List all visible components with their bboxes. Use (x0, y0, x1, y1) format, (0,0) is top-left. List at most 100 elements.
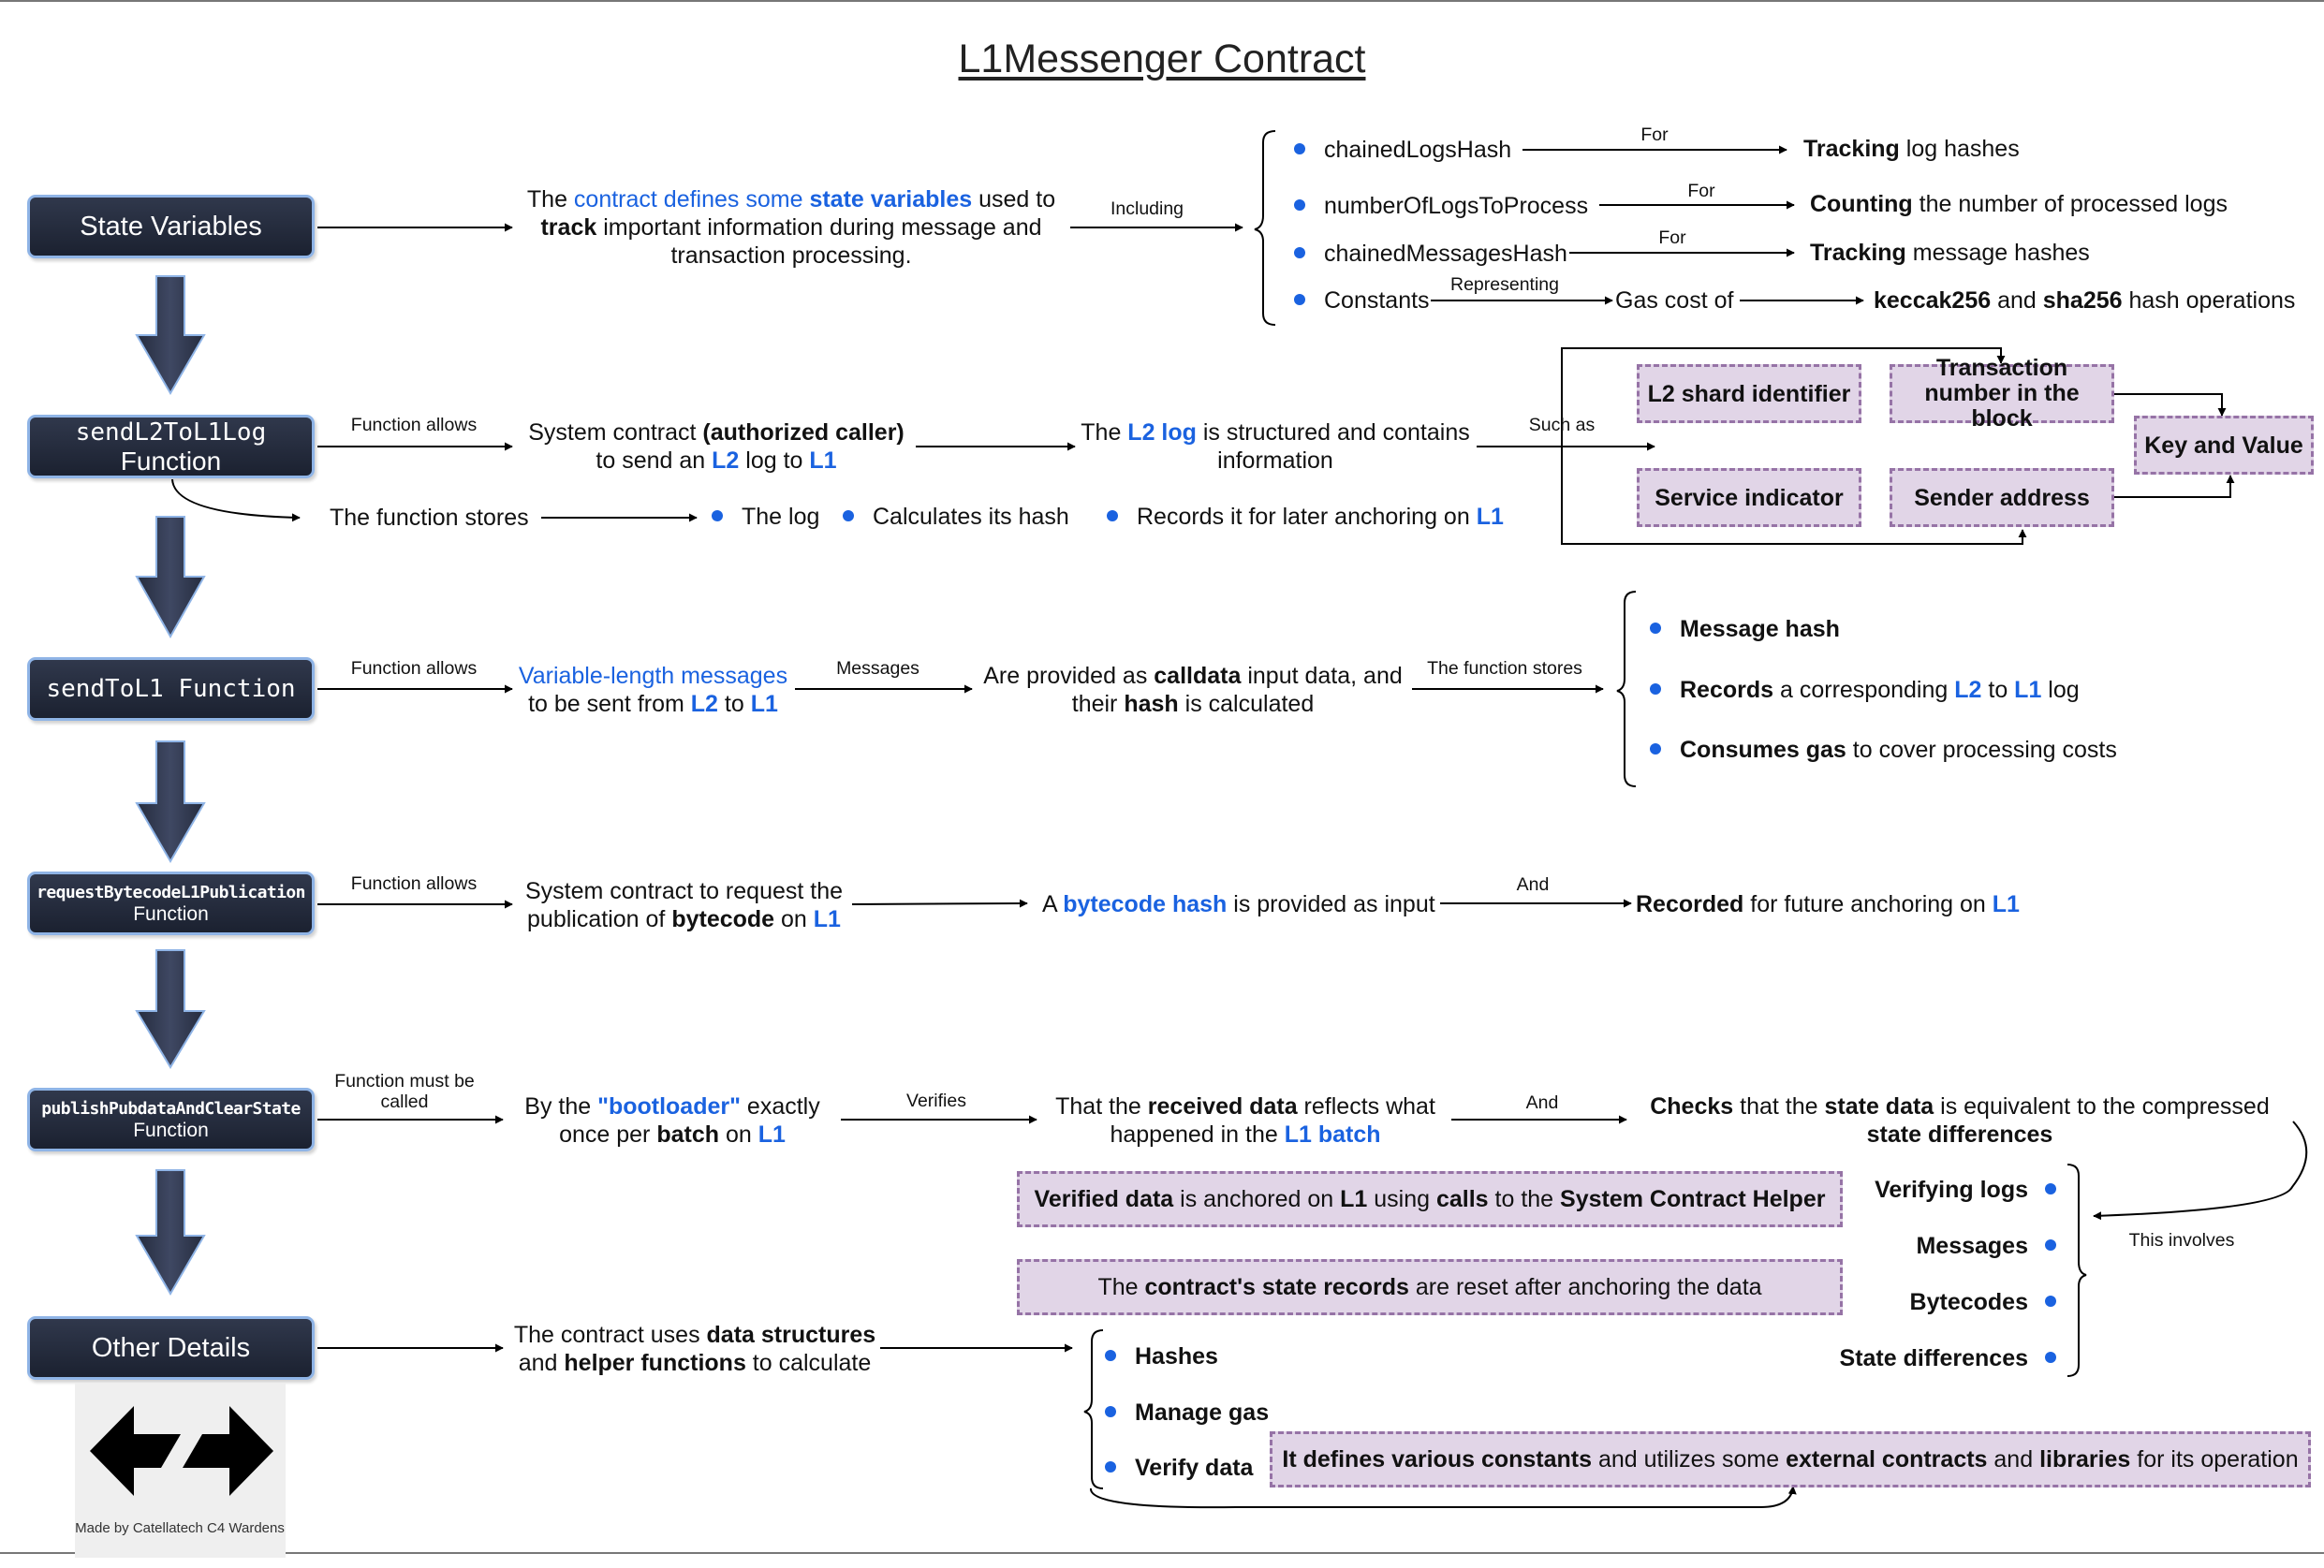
log-stores-text: The function stores (330, 505, 529, 531)
state-var-purpose: Tracking log hashes (1803, 136, 2020, 162)
log-system-contract-text: System contract (authorized caller) to s… (528, 419, 905, 474)
edge-label-function-allows: Function allows (350, 873, 478, 894)
bullet-icon (1105, 1350, 1116, 1362)
state-var-purpose: Tracking message hashes (1810, 240, 2090, 266)
other-list-item: Verify data (1105, 1454, 1253, 1482)
state-var-purpose: keccak256 and sha256 hash operations (1874, 287, 2296, 314)
gas-cost-of: Gas cost of (1615, 287, 1734, 314)
flow-down-arrow (135, 1169, 206, 1296)
edge-label-such-as: Such as (1528, 415, 1596, 435)
node-label: requestBytecodeL1Publication (37, 882, 305, 902)
send-stored-item: Message hash (1650, 615, 1840, 643)
node-label: sendL2ToL1Log (75, 418, 267, 447)
reset-note-box: The contract's state records are reset a… (1017, 1259, 1843, 1315)
state-var-purpose: Counting the number of processed logs (1810, 191, 2228, 217)
edge-label-including: Including (1110, 198, 1184, 219)
log-stored-item: Records it for later anchoring on L1 (1107, 503, 1504, 531)
edge-label-messages: Messages (836, 658, 919, 679)
bullet-icon (2045, 1239, 2056, 1252)
node-label: State Variables (80, 212, 262, 242)
edge-label-function-stores: The function stores (1427, 658, 1582, 679)
verify-list-item: Bytecodes (1910, 1288, 2056, 1316)
flow-down-arrow (135, 949, 206, 1069)
publish-checks-text: Checks that the state data is equivalent… (1650, 1093, 2270, 1148)
bullet-icon (1650, 623, 1661, 635)
edge-label-for: For (1687, 181, 1715, 201)
other-list-item: Manage gas (1105, 1399, 1269, 1427)
bullet-icon (1650, 743, 1661, 755)
bytecode-recorded-text: Recorded for future anchoring on L1 (1636, 891, 2020, 917)
flow-down-arrow (135, 516, 206, 639)
node-label: sendToL1 Function (46, 675, 296, 703)
state-var-item: numberOfLogsToProcess (1294, 192, 1588, 220)
bullet-icon (1105, 1406, 1116, 1418)
bullet-icon (1105, 1461, 1116, 1473)
edge-label-and: And (1525, 1092, 1559, 1113)
edge-label-and: And (1516, 874, 1550, 895)
other-uses-text: The contract uses data structures and he… (513, 1322, 876, 1376)
bullet-icon (1294, 199, 1305, 212)
page-title: L1Messenger Contract (958, 37, 1366, 81)
node-label: Other Details (91, 1333, 251, 1363)
bytecode-request-text: System contract to request the publicati… (524, 878, 844, 932)
flow-down-arrow (135, 275, 206, 395)
send-variable-messages-text: Variable-length messages to be sent from… (518, 663, 788, 717)
logo (75, 1384, 286, 1558)
bullet-icon (712, 510, 723, 522)
state-vars-description: The contract defines some state variable… (526, 186, 1056, 269)
verify-list-item: Messages (1916, 1232, 2056, 1260)
edge-label-verifies: Verifies (906, 1091, 966, 1111)
edge-label-representing: Representing (1450, 274, 1559, 295)
send-stored-item: Consumes gas to cover processing costs (1650, 736, 2117, 764)
bullet-icon (2045, 1352, 2056, 1364)
node-other-details[interactable]: Other Details (27, 1316, 315, 1380)
other-list-item: Hashes (1105, 1342, 1218, 1370)
node-sublabel: Function (133, 902, 209, 925)
send-calldata-text: Are provided as calldata input data, and… (983, 663, 1403, 717)
edge-label-function-allows: Function allows (350, 658, 478, 679)
node-sublabel: Function (133, 1119, 209, 1141)
publish-bootloader-text: By the "bootloader" exactly once per bat… (524, 1093, 820, 1148)
anchor-note-box: Verified data is anchored on L1 using ca… (1017, 1171, 1843, 1227)
bullet-icon (843, 510, 854, 522)
log-field-box: Service indicator (1637, 468, 1861, 527)
bullet-icon (2045, 1183, 2056, 1195)
state-var-item: Constants (1294, 286, 1430, 315)
verify-list-item: State differences (1840, 1344, 2056, 1372)
edge-label-for: For (1658, 227, 1686, 248)
state-var-item: chainedLogsHash (1294, 136, 1511, 164)
bullet-icon (1294, 143, 1305, 155)
log-stored-item: The log (712, 503, 819, 531)
bullet-icon (1294, 247, 1305, 259)
node-send-to-l1[interactable]: sendToL1 Function (27, 657, 315, 721)
edge-label-this-involves: This involves (2128, 1230, 2235, 1251)
credit-text: Made by Catellatech C4 Wardens (75, 1520, 285, 1536)
bullet-icon (1294, 294, 1305, 306)
edge-label-for: For (1640, 125, 1669, 145)
log-stored-item: Calculates its hash (843, 503, 1069, 531)
send-stored-item: Records a corresponding L2 to L1 log (1650, 676, 2080, 704)
edge-label-function-allows: Function allows (350, 415, 478, 435)
state-var-item: chainedMessagesHash (1294, 240, 1567, 268)
log-field-box: Key and Value (2134, 416, 2314, 475)
verify-list-item: Verifying logs (1875, 1176, 2056, 1204)
node-sublabel: Function (120, 447, 222, 476)
bullet-icon (2045, 1296, 2056, 1308)
node-state-variables[interactable]: State Variables (27, 195, 315, 258)
bytecode-hash-text: A bytecode hash is provided as input (1042, 891, 1435, 917)
log-structure-text: The L2 log is structured and contains in… (1081, 419, 1470, 474)
log-field-box: Transaction number in the block (1890, 356, 2114, 432)
node-label: publishPubdataAndClearState (41, 1098, 301, 1119)
flow-down-arrow (135, 740, 206, 863)
constants-note-box: It defines various constants and utilize… (1270, 1431, 2311, 1487)
bullet-icon (1650, 683, 1661, 696)
bullet-icon (1107, 510, 1118, 522)
log-field-box: Sender address (1890, 468, 2114, 527)
swap-arrows-icon (90, 1406, 273, 1496)
